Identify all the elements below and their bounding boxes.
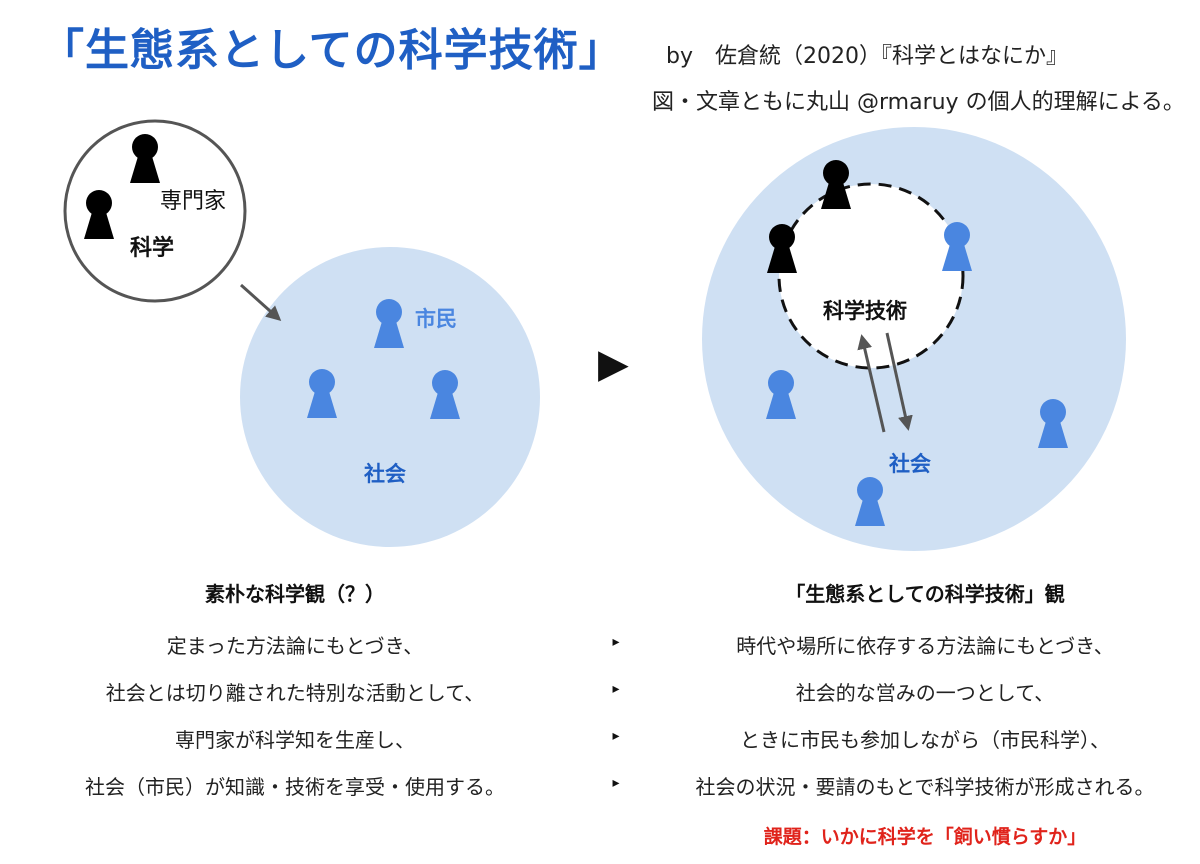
issue-note: 課題：いかに科学を「飼い慣らすか」 — [763, 826, 1087, 848]
society-to-scitech-arrow — [857, 334, 886, 433]
page-title: 「生態系としての科学技術」 — [40, 25, 624, 76]
society-label-left: 社会 — [363, 462, 406, 486]
naive-view-line: 専門家が科学知を生産し、 — [175, 728, 415, 752]
triangle-bullet-icon: ▸ — [612, 681, 620, 697]
transition-arrow-icon: ▶ — [598, 341, 629, 387]
scitech-to-society-arrow — [885, 332, 913, 431]
science-to-society-arrow — [239, 283, 282, 322]
triangle-bullet-icon: ▸ — [612, 634, 620, 650]
society-label-right: 社会 — [888, 452, 931, 476]
naive-view-heading: 素朴な科学観（？） — [205, 582, 385, 606]
triangle-bullet-icon: ▸ — [612, 775, 620, 791]
ecosystem-view-line: 社会的な営みの一つとして、 — [795, 681, 1055, 705]
naive-view-line: 定まった方法論にもとづき、 — [166, 634, 424, 658]
scitech-dashed-circle — [777, 182, 965, 370]
triangle-bullet-icon: ▸ — [612, 728, 620, 744]
naive-view-line: 社会（市民）が知識・技術を享受・使用する。 — [85, 775, 505, 799]
ecosystem-view-line: 時代や場所に依存する方法論にもとづき、 — [736, 634, 1114, 658]
science-label: 科学 — [130, 235, 174, 261]
scitech-label: 科学技術 — [823, 299, 907, 323]
citizen-label: 市民 — [415, 307, 457, 331]
citation: by 佐倉統（2020）『科学とはなにか』 — [666, 44, 1068, 69]
expert-label: 専門家 — [160, 189, 226, 214]
credit-note: 図・文章ともに丸山 @rmaruy の個人的理解による。 — [652, 90, 1185, 115]
ecosystem-view-line: 社会の状況・要請のもとで科学技術が形成される。 — [695, 775, 1155, 799]
society-circle-left — [240, 247, 540, 547]
science-circle — [63, 119, 247, 303]
naive-view-line: 社会とは切り離された特別な活動として、 — [105, 681, 485, 705]
ecosystem-view-heading: 「生態系としての科学技術」観 — [785, 582, 1065, 606]
ecosystem-view-line: ときに市民も参加しながら（市民科学）、 — [740, 728, 1110, 752]
